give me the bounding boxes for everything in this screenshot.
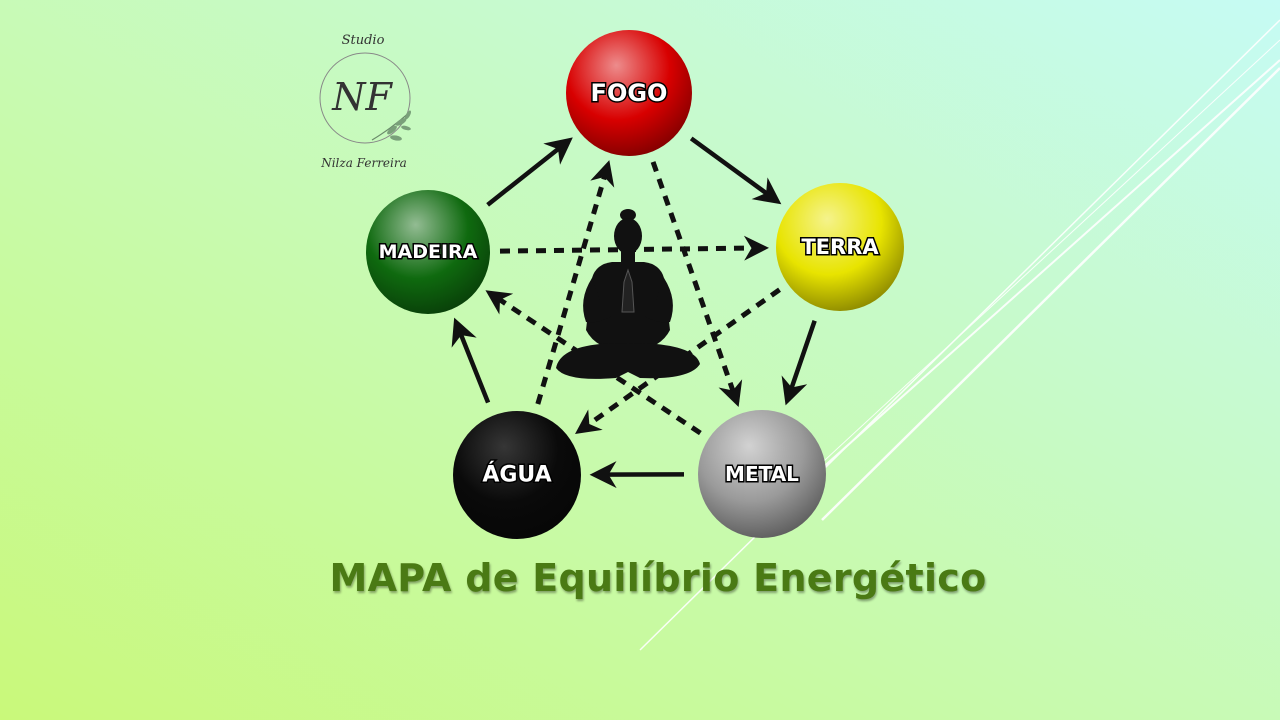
generation-cycle-arrows <box>451 136 817 489</box>
generation-arrow-agua-madeira <box>451 317 491 404</box>
madeira-label: MADEIRA <box>379 241 478 263</box>
control-arrow-terra-agua <box>575 287 781 435</box>
terra-label: TERRA <box>801 235 879 259</box>
logo-initials: NF <box>331 75 393 119</box>
element-nodes: FOGO TERRA METAL ÁGUA MADEIRA <box>366 30 904 539</box>
fogo-label: FOGO <box>591 79 668 107</box>
element-terra: TERRA <box>776 183 904 311</box>
metal-label: METAL <box>725 462 799 486</box>
generation-arrow-fogo-terra <box>689 136 782 205</box>
agua-sphere <box>453 411 581 539</box>
logo-studio-text: Studio <box>342 33 385 48</box>
element-metal: METAL <box>698 410 826 538</box>
element-madeira: MADEIRA <box>366 190 490 314</box>
agua-label: ÁGUA <box>482 462 551 488</box>
element-fogo: FOGO <box>566 30 692 156</box>
meditation-figure-icon <box>556 209 700 379</box>
generation-arrow-terra-metal <box>781 320 817 406</box>
decorative-lines <box>639 19 1280 651</box>
fogo-sphere <box>566 30 692 156</box>
logo-signature: Nilza Ferreira <box>320 156 407 170</box>
studio-logo: Studio NF Nilza Ferreira <box>319 33 412 170</box>
slide-title: MAPA de Equilíbrio Energético <box>329 556 987 600</box>
metal-sphere <box>698 410 826 538</box>
terra-sphere <box>776 183 904 311</box>
element-agua: ÁGUA <box>453 411 581 539</box>
control-arrow-agua-fogo <box>535 160 615 405</box>
control-arrow-fogo-metal <box>650 161 743 407</box>
madeira-sphere <box>366 190 490 314</box>
generation-arrow-madeira-fogo <box>486 137 573 207</box>
